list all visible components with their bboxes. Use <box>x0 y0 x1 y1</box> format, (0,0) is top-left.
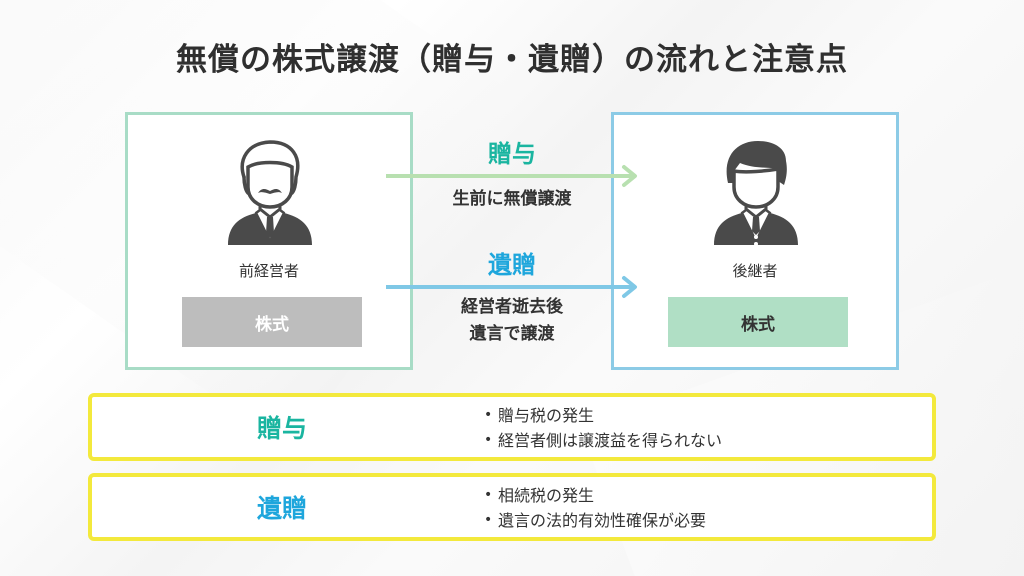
gift-notes-card: 贈与 •贈与税の発生 •経営者側は譲渡益を得られない <box>88 393 936 461</box>
bullet-icon: • <box>484 407 493 423</box>
previous-owner-box: 前経営者 株式 <box>125 112 413 370</box>
list-item: •経営者側は譲渡益を得られない <box>484 428 722 453</box>
bequest-flow-heading: 遺贈 <box>488 251 536 279</box>
bequest-notes-title: 遺贈 <box>256 494 307 523</box>
bequest-description-line: 経営者逝去後 <box>461 297 563 317</box>
young-businessman-icon <box>714 141 798 246</box>
gift-notes-title: 贈与 <box>256 414 307 443</box>
bequest-description-line: 遺言で譲渡 <box>469 324 555 344</box>
page-title: 無償の株式譲渡（贈与・遺贈）の流れと注意点 <box>176 42 848 78</box>
bullet-icon: • <box>484 432 493 448</box>
older-businessman-icon <box>228 140 312 245</box>
gift-notes-list: •贈与税の発生 •経営者側は譲渡益を得られない <box>484 403 722 453</box>
successor-stock: 株式 <box>668 297 848 347</box>
previous-owner-label: 前経営者 <box>238 262 299 280</box>
successor-box: 後継者 株式 <box>611 112 899 370</box>
list-item: •遺言の法的有効性確保が必要 <box>484 508 706 533</box>
successor-label: 後継者 <box>732 262 778 280</box>
bequest-notes-list: •相続税の発生 •遺言の法的有効性確保が必要 <box>484 483 706 533</box>
previous-owner-stock: 株式 <box>182 297 362 347</box>
list-item: •贈与税の発生 <box>484 403 722 428</box>
gift-flow-description: 生前に無償譲渡 <box>452 189 572 209</box>
bequest-flow-description: 経営者逝去後 遺言で譲渡 <box>392 294 632 348</box>
bullet-icon: • <box>484 512 493 528</box>
bequest-notes-card: 遺贈 •相続税の発生 •遺言の法的有効性確保が必要 <box>88 473 936 541</box>
list-item: •相続税の発生 <box>484 483 706 508</box>
gift-flow-heading: 贈与 <box>488 140 536 168</box>
gift-arrow-icon <box>386 165 637 187</box>
bullet-icon: • <box>484 487 493 503</box>
